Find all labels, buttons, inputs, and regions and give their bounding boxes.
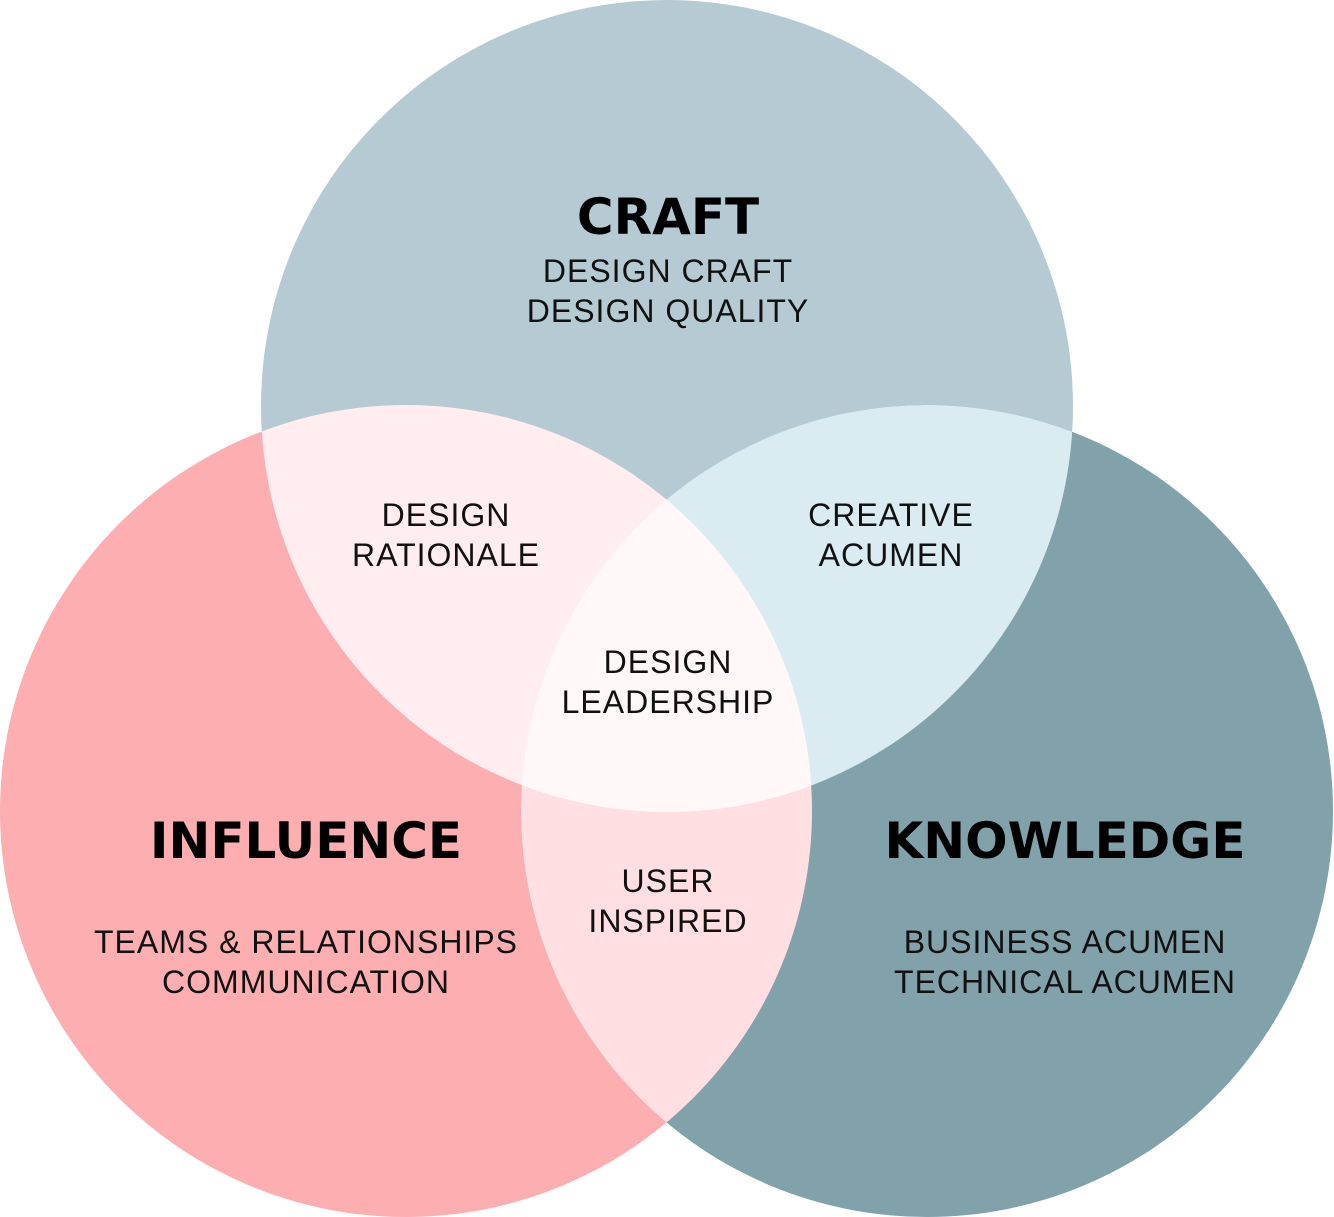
center-line-1: DESIGN bbox=[604, 644, 733, 680]
craft-line-1: DESIGN CRAFT bbox=[543, 253, 793, 289]
influence-knowledge-line-1: USER bbox=[622, 863, 715, 899]
influence-title: INFLUENCE bbox=[150, 812, 462, 870]
craft-influence-line-2: RATIONALE bbox=[352, 537, 540, 573]
knowledge-title: KNOWLEDGE bbox=[885, 812, 1246, 870]
knowledge-line-1: BUSINESS ACUMEN bbox=[904, 924, 1227, 960]
craft-line-2: DESIGN QUALITY bbox=[527, 293, 810, 329]
craft-influence-line-1: DESIGN bbox=[382, 497, 511, 533]
center-line-2: LEADERSHIP bbox=[562, 684, 775, 720]
craft-knowledge-line-2: ACUMEN bbox=[819, 537, 964, 573]
craft-title: CRAFT bbox=[577, 188, 759, 246]
influence-line-1: TEAMS & RELATIONSHIPS bbox=[94, 924, 518, 960]
influence-line-2: COMMUNICATION bbox=[162, 964, 450, 1000]
influence-knowledge-line-2: INSPIRED bbox=[588, 903, 747, 939]
craft-knowledge-line-1: CREATIVE bbox=[808, 497, 974, 533]
knowledge-line-2: TECHNICAL ACUMEN bbox=[894, 964, 1236, 1000]
center-overlap bbox=[521, 405, 812, 812]
